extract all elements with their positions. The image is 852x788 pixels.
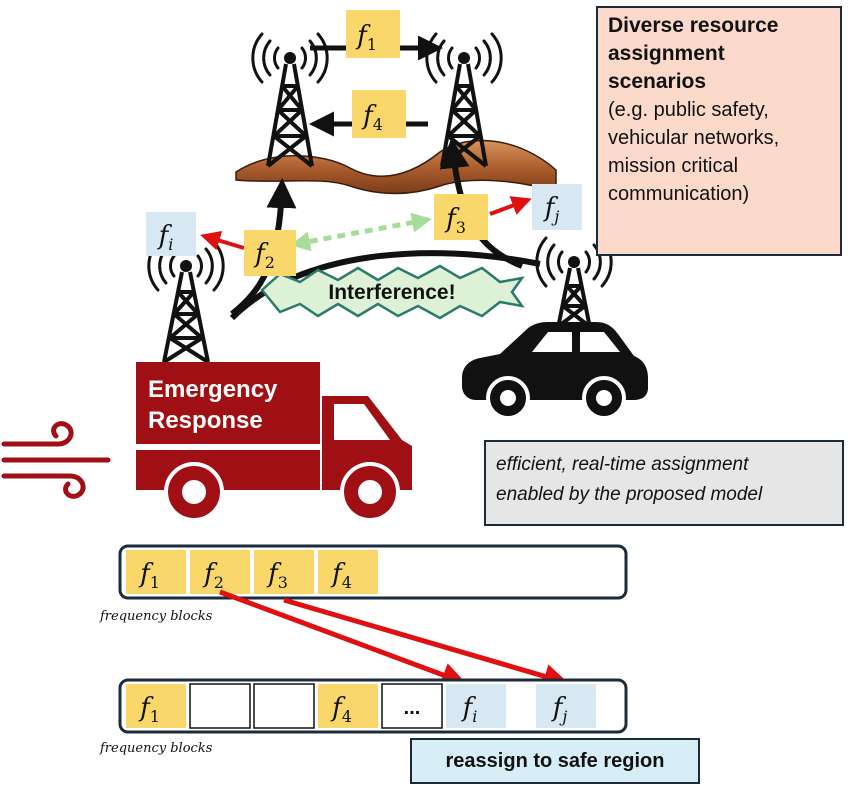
tower-icon-right-top (425, 32, 503, 168)
row2-block-f4: f4 (318, 684, 378, 728)
freq-tag-fj: fj (532, 184, 582, 230)
svg-text:...: ... (404, 697, 421, 719)
freq-tag-f3: f3 (434, 194, 488, 240)
row2-block-f1: f1 (126, 684, 186, 728)
interference-arrow (290, 212, 432, 252)
reassign-arrow-f2-fi (219, 589, 467, 687)
truck-label-line1: Emergency (148, 376, 278, 403)
model-note-line2: enabled by the proposed model (496, 484, 763, 505)
assign-arrow-fi (200, 231, 245, 251)
terrain-hill (235, 139, 557, 195)
reassign-callout: reassign to safe region (410, 738, 700, 784)
emergency-truck-icon: Emergency Response (136, 362, 412, 522)
row2-block-ellipsis: ... (381, 683, 443, 729)
scenarios-title-line2: assignment (608, 42, 725, 65)
interference-label: Interference! (328, 281, 455, 304)
truck-label-line2: Response (148, 407, 263, 434)
scenarios-title-line3: scenarios (608, 70, 707, 93)
row2-block-empty-1 (189, 683, 251, 729)
row2-block-fi: fi (446, 684, 506, 728)
row1-block-f2: f2 (190, 550, 250, 594)
link-arrow-truck-car (229, 250, 541, 321)
row2-block-empty-2 (253, 683, 315, 729)
freq-tag-fi: fi (146, 212, 196, 256)
row1-block-f3: f3 (254, 550, 314, 594)
freq-tag-f4-top: f4 (352, 90, 406, 138)
scenarios-detail-line3: mission critical (608, 155, 739, 177)
reassign-arrow-f3-fj (283, 597, 569, 689)
model-note-line1: efficient, real-time assignment (496, 454, 749, 475)
scenarios-callout: Diverse resource assignment scenarios (e… (596, 6, 842, 256)
freq-tag-f2: f2 (244, 230, 296, 276)
tower-icon-left-top (251, 32, 329, 168)
row1-block-f1: f1 (126, 550, 186, 594)
scenarios-detail-line2: vehicular networks, (608, 127, 780, 149)
freq-tag-f1-top: f1 (346, 10, 400, 58)
scenarios-detail-line1: (e.g. public safety, (608, 99, 769, 121)
assign-arrow-fj (489, 196, 532, 216)
row2-caption: frequency blocks (99, 741, 213, 756)
wind-icon (1, 421, 111, 499)
row1-block-f4: f4 (318, 550, 378, 594)
interference-badge (260, 264, 525, 320)
model-note-callout: efficient, real-time assignment enabled … (484, 440, 844, 526)
scenarios-detail-line4: communication) (608, 183, 750, 205)
tower-icon-truck (147, 240, 225, 364)
car-icon (462, 322, 648, 420)
reassign-label: reassign to safe region (445, 749, 665, 772)
scenarios-title-line1: Diverse resource (608, 14, 779, 37)
row1-caption: frequency blocks (99, 609, 213, 624)
row2-block-fj: fj (536, 684, 596, 728)
